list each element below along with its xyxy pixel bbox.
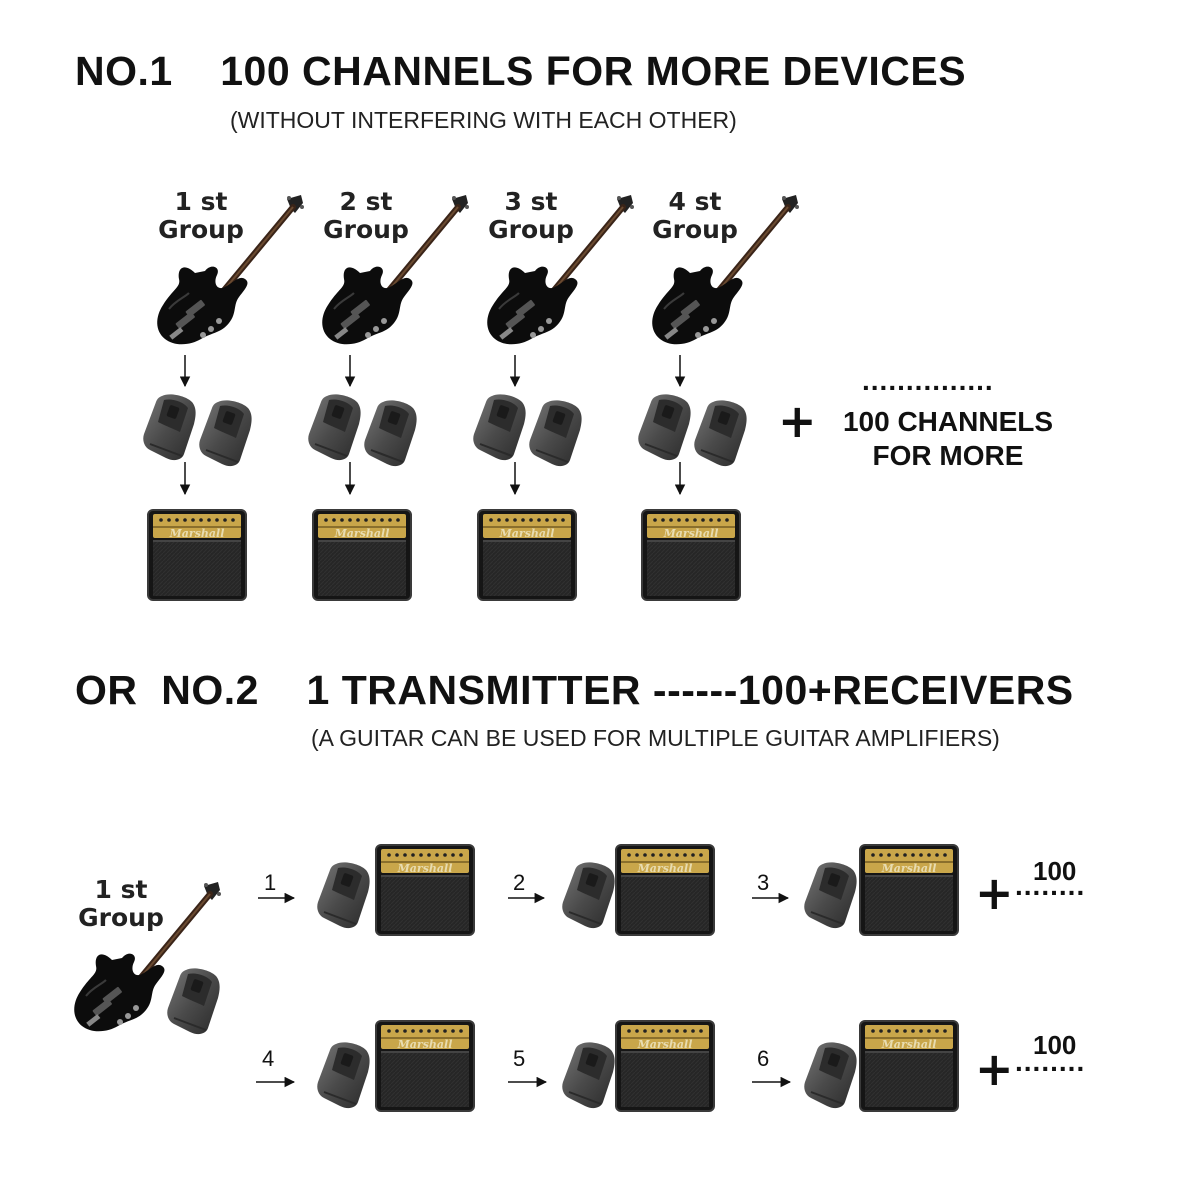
receiver-count: 100	[1033, 1030, 1077, 1060]
group-label-4-number: 4 st	[668, 187, 722, 216]
continuation-dots: ........	[1015, 870, 1086, 901]
step-number-3: 3	[757, 870, 770, 895]
group-label-2-word: Group	[323, 215, 409, 244]
group-label-transmitter: 1 st Group	[66, 876, 176, 932]
step-number-1: 1	[264, 870, 277, 895]
step-number-5: 5	[513, 1046, 526, 1071]
group-label-3-number: 3 st	[504, 187, 558, 216]
group-label-2: 2 st Group	[311, 188, 421, 244]
section2-subtitle: (A GUITAR CAN BE USED FOR MULTIPLE GUITA…	[311, 725, 1000, 751]
continuation-dots: ...............	[862, 365, 994, 396]
group-label-4: 4 st Group	[640, 188, 750, 244]
group-label-1: 1 st Group	[146, 188, 256, 244]
group-label-3-word: Group	[488, 215, 574, 244]
amplifier-icon	[859, 1020, 959, 1112]
receiver-count: 100	[1033, 856, 1077, 886]
plus-sign: +	[778, 394, 817, 448]
step-number-2: 2	[513, 870, 526, 895]
section2-title: OR NO.2 1 TRANSMITTER ------100+RECEIVER…	[75, 667, 1074, 713]
plus-sign: +	[975, 1042, 1014, 1096]
group-label-2-number: 2 st	[339, 187, 393, 216]
group-label-4-word: Group	[652, 215, 738, 244]
more-channels-line1: 100 CHANNELS	[842, 406, 1054, 437]
plus-sign: +	[975, 866, 1014, 920]
group-label-1-number: 1 st	[174, 187, 228, 216]
step-number-4: 4	[262, 1046, 275, 1071]
more-channels-line2: FOR MORE	[872, 440, 1024, 471]
section1-subtitle: (WITHOUT INTERFERING WITH EACH OTHER)	[230, 107, 737, 133]
group-label-transmitter-number: 1 st	[94, 875, 148, 904]
group-label-transmitter-word: Group	[78, 903, 164, 932]
step-number-6: 6	[757, 1046, 770, 1071]
wireless-device-icon	[803, 1040, 859, 1110]
group-label-3: 3 st Group	[476, 188, 586, 244]
continuation-dots: ........	[1015, 1046, 1086, 1077]
group-label-1-word: Group	[158, 215, 244, 244]
more-channels-note: 100 CHANNELS FOR MORE	[818, 405, 1078, 473]
section1-title: NO.1 100 CHANNELS FOR MORE DEVICES	[75, 48, 967, 94]
